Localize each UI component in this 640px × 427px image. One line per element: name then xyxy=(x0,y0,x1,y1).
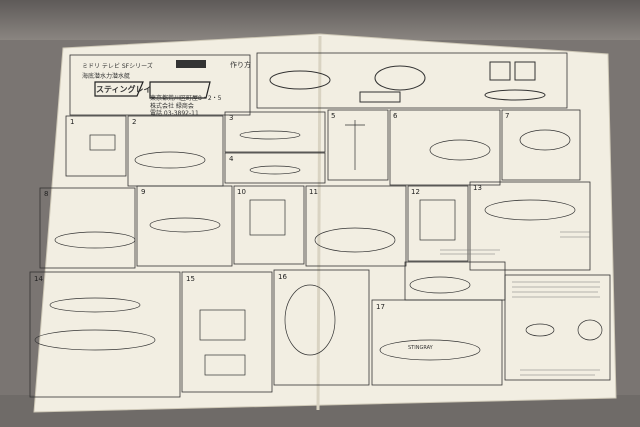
step-num-12: 12 xyxy=(411,188,420,196)
step-num-13: 13 xyxy=(473,184,482,192)
stingray-label: STINGRAY xyxy=(408,345,433,351)
step-box-13 xyxy=(469,181,591,271)
step-num-7: 7 xyxy=(505,112,509,120)
step-box-8 xyxy=(39,187,136,269)
parts-panel xyxy=(256,52,568,109)
step-num-2: 2 xyxy=(132,118,136,126)
paper xyxy=(33,33,617,413)
step-num-8: 8 xyxy=(44,190,48,198)
step-num-4: 4 xyxy=(229,155,234,163)
step-box-9 xyxy=(136,185,233,267)
model-subtitle: 海底潜水力潜水艇 xyxy=(82,73,131,80)
series-title: ミドリ テレビ SFシリーズ xyxy=(82,63,153,70)
step-box-15 xyxy=(181,271,273,393)
table-surface-top xyxy=(0,0,640,40)
step-box-1 xyxy=(65,115,127,177)
center-panel xyxy=(404,261,506,301)
step-num-17: 17 xyxy=(376,303,385,311)
step-num-9: 9 xyxy=(141,188,145,196)
maker-address: 東京都荒川区町屋8・2・5 xyxy=(150,95,222,102)
step-num-10: 10 xyxy=(237,188,246,196)
step-box-14 xyxy=(29,271,181,398)
step-box-3 xyxy=(224,111,326,153)
step-box-5 xyxy=(327,109,389,181)
step-num-3: 3 xyxy=(229,114,233,122)
step-num-11: 11 xyxy=(309,188,318,196)
logo-text: スティングレイ xyxy=(96,85,152,94)
step-num-14: 14 xyxy=(34,275,43,283)
step-num-5: 5 xyxy=(331,112,335,120)
step-num-16: 16 xyxy=(278,273,287,281)
howto-heading: 作り方 xyxy=(230,61,251,69)
stingray-logo xyxy=(94,81,211,99)
step-num-6: 6 xyxy=(393,112,398,120)
step-box-12 xyxy=(407,185,469,262)
step-num-1: 1 xyxy=(70,118,74,126)
step-num-15: 15 xyxy=(186,275,195,283)
step-box-11 xyxy=(305,185,407,267)
step-box-16 xyxy=(273,269,370,386)
maker-phone: 電話 03-3892-11 xyxy=(150,110,199,117)
header-panel xyxy=(69,54,251,116)
step-box-4 xyxy=(224,152,326,184)
maker-name: 株式会社 緑商会 xyxy=(150,103,194,110)
step-box-10 xyxy=(233,185,305,265)
step-box-final xyxy=(504,274,611,381)
step-box-6 xyxy=(389,109,501,186)
step-box-7 xyxy=(501,109,581,181)
